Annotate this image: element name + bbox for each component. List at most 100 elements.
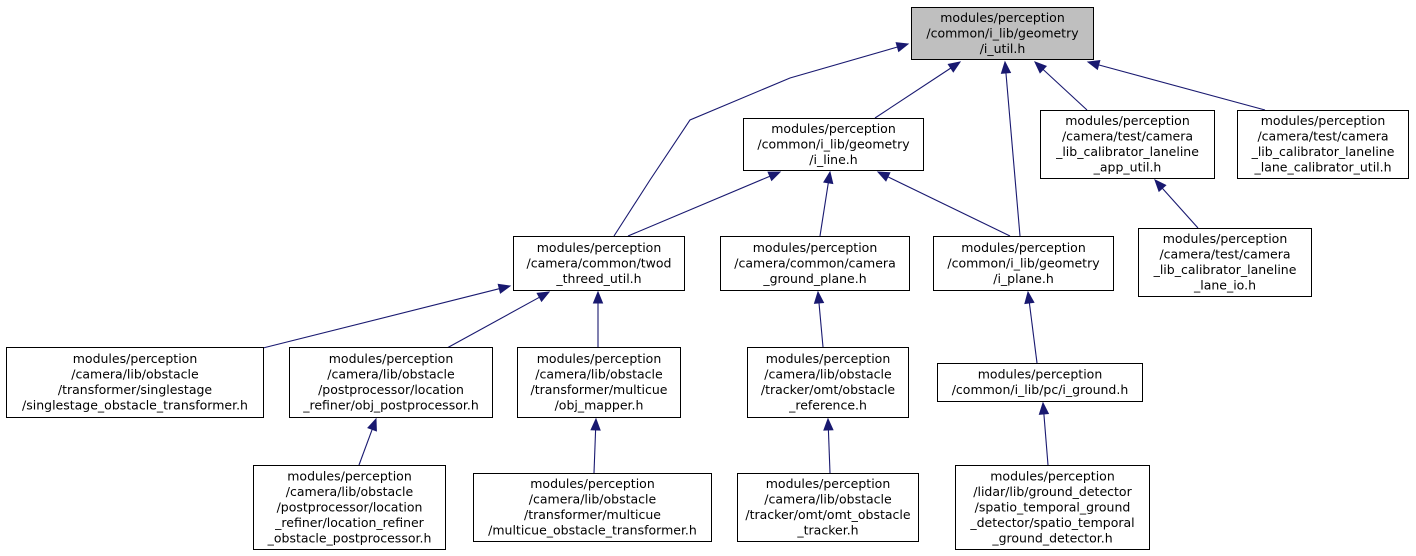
- node-label-line: modules/perception: [1065, 113, 1190, 128]
- node-label-line: /common/i_lib/geometry: [926, 25, 1079, 40]
- node-label-line: _reference.h: [788, 398, 867, 413]
- node-obj-mapper[interactable]: modules/perception/camera/lib/obstacle/t…: [517, 347, 681, 418]
- node-label-line: /spatio_temporal_ground: [975, 499, 1131, 514]
- node-box[interactable]: [937, 363, 1143, 402]
- node-box[interactable]: [6, 347, 264, 418]
- node-box[interactable]: [1138, 228, 1312, 297]
- node-singlestage[interactable]: modules/perception/camera/lib/obstacle/t…: [6, 347, 264, 418]
- edge-laneline_app_util-to-i_util: [1034, 61, 1088, 111]
- node-obj-postprocessor[interactable]: modules/perception/camera/lib/obstacle/p…: [289, 347, 493, 418]
- node-box[interactable]: [933, 236, 1114, 291]
- arrow-head-icon: [590, 417, 601, 431]
- node-box[interactable]: [737, 473, 919, 542]
- arrow-head-icon: [1000, 60, 1012, 74]
- node-location-refiner-obstacle-postprocessor[interactable]: modules/perception/camera/lib/obstacle/p…: [253, 465, 446, 550]
- arrow-head-icon: [497, 283, 512, 294]
- nodes-layer: modules/perception/common/i_lib/geometry…: [6, 7, 1409, 550]
- node-box[interactable]: [517, 347, 681, 418]
- node-twod-threed-util[interactable]: modules/perception/camera/common/twod_th…: [513, 236, 685, 291]
- arrow-head-icon: [1154, 179, 1167, 193]
- edge-line: [1097, 64, 1266, 111]
- node-label-line: _ground_detector.h: [991, 530, 1112, 545]
- node-label-line: /camera/test/camera: [1257, 129, 1388, 144]
- node-label-line: modules/perception: [1163, 231, 1288, 246]
- node-box[interactable]: [743, 118, 924, 171]
- node-label-line: /i_util.h: [980, 41, 1026, 56]
- node-label-line: /common/i_lib/geometry: [757, 136, 910, 151]
- node-label-line: modules/perception: [73, 351, 198, 366]
- edge-line: [613, 46, 899, 237]
- edge-line: [1005, 71, 1021, 237]
- arrow-head-icon: [1024, 290, 1035, 305]
- node-omt-obstacle-tracker[interactable]: modules/perception/camera/lib/obstacle/t…: [737, 473, 919, 542]
- edge-line: [1043, 412, 1049, 466]
- node-box[interactable]: [955, 465, 1150, 550]
- edge-obj_mapper-to-twod_threed_util: [592, 290, 604, 347]
- node-label-line: _obstacle_postprocessor.h: [267, 530, 432, 545]
- node-lane-calibrator-util[interactable]: modules/perception/camera/test/camera_li…: [1237, 110, 1409, 179]
- edge-line: [819, 181, 829, 237]
- node-box[interactable]: [720, 236, 910, 291]
- node-label-line: /transformer/multicue: [524, 507, 661, 522]
- node-i-ground[interactable]: modules/perception/common/i_lib/pc/i_gro…: [937, 363, 1143, 402]
- node-label-line: modules/perception: [766, 351, 891, 366]
- edge-obj_postprocessor-to-twod_threed_util: [446, 291, 551, 349]
- node-laneline-lane-io[interactable]: modules/perception/camera/test/camera_li…: [1138, 228, 1312, 297]
- edge-spatio_temporal_ground_detector-to-i_ground: [1038, 401, 1050, 466]
- node-camera-ground-plane[interactable]: modules/perception/camera/common/camera_…: [720, 236, 910, 291]
- node-i-plane[interactable]: modules/perception/common/i_lib/geometry…: [933, 236, 1114, 291]
- node-obstacle-reference[interactable]: modules/perception/camera/lib/obstacle/t…: [747, 347, 909, 418]
- node-label-line: modules/perception: [990, 468, 1115, 483]
- node-box[interactable]: [1040, 110, 1215, 179]
- node-label-line: /camera/lib/obstacle: [764, 492, 892, 507]
- edge-camera_ground_plane-to-i_line: [819, 170, 834, 237]
- node-label-line: /transformer/singlestage: [58, 382, 213, 397]
- node-label-line: /camera/lib/obstacle: [286, 484, 414, 499]
- node-box[interactable]: [289, 347, 493, 418]
- node-laneline-app-util[interactable]: modules/perception/camera/test/camera_li…: [1040, 110, 1215, 179]
- edge-i_plane-to-i_line: [876, 171, 1011, 237]
- node-label-line: _lib_calibrator_laneline: [1251, 144, 1395, 159]
- node-label-line: _lib_calibrator_laneline: [1055, 144, 1199, 159]
- node-label-line: _ground_plane.h: [762, 271, 866, 286]
- node-label-line: modules/perception: [537, 351, 662, 366]
- node-box[interactable]: [473, 473, 712, 542]
- arrow-head-icon: [1038, 401, 1050, 415]
- node-box[interactable]: [1237, 110, 1409, 179]
- edge-line: [1041, 68, 1088, 111]
- edge-line: [818, 301, 824, 348]
- node-label-line: /camera/test/camera: [1159, 247, 1290, 262]
- node-label-line: modules/perception: [329, 351, 454, 366]
- node-label-line: _threed_util.h: [555, 271, 641, 286]
- node-label-line: /i_line.h: [809, 152, 857, 167]
- edge-line: [262, 287, 501, 349]
- node-label-line: _detector/spatio_temporal: [969, 515, 1134, 530]
- node-label-line: modules/perception: [766, 476, 891, 491]
- node-label-line: /postprocessor/location: [277, 499, 423, 514]
- node-label-line: /camera/lib/obstacle: [535, 367, 663, 382]
- node-label-line: _refiner/obj_postprocessor.h: [302, 398, 479, 413]
- node-box[interactable]: [513, 236, 685, 291]
- node-label-line: _lane_io.h: [1193, 278, 1256, 293]
- node-i-util[interactable]: modules/perception/common/i_lib/geometry…: [911, 7, 1094, 60]
- node-box[interactable]: [747, 347, 909, 418]
- edge-twod_threed_util-to-i_util: [613, 42, 910, 237]
- node-label-line: /transformer/multicue: [531, 382, 668, 397]
- arrow-head-icon: [813, 290, 825, 304]
- node-label-line: _tracker.h: [796, 523, 858, 538]
- arrow-head-icon: [592, 290, 604, 304]
- node-spatio-temporal-ground-detector[interactable]: modules/perception/lidar/lib/ground_dete…: [955, 465, 1150, 550]
- edge-line: [1028, 301, 1038, 364]
- edge-i_ground-to-i_plane: [1024, 290, 1038, 364]
- node-box[interactable]: [911, 7, 1094, 60]
- edge-multicue_obstacle_transformer-to-obj_mapper: [590, 417, 601, 474]
- node-label-line: _app_util.h: [1093, 160, 1162, 175]
- node-multicue-obstacle-transformer[interactable]: modules/perception/camera/lib/obstacle/t…: [473, 473, 712, 542]
- edge-line: [874, 67, 952, 119]
- node-label-line: _refiner/location_refiner: [274, 515, 425, 530]
- node-box[interactable]: [253, 465, 446, 550]
- edge-singlestage-to-twod_threed_util: [262, 283, 512, 349]
- node-i-line[interactable]: modules/perception/common/i_lib/geometry…: [743, 118, 924, 171]
- node-label-line: _lib_calibrator_laneline: [1153, 262, 1297, 277]
